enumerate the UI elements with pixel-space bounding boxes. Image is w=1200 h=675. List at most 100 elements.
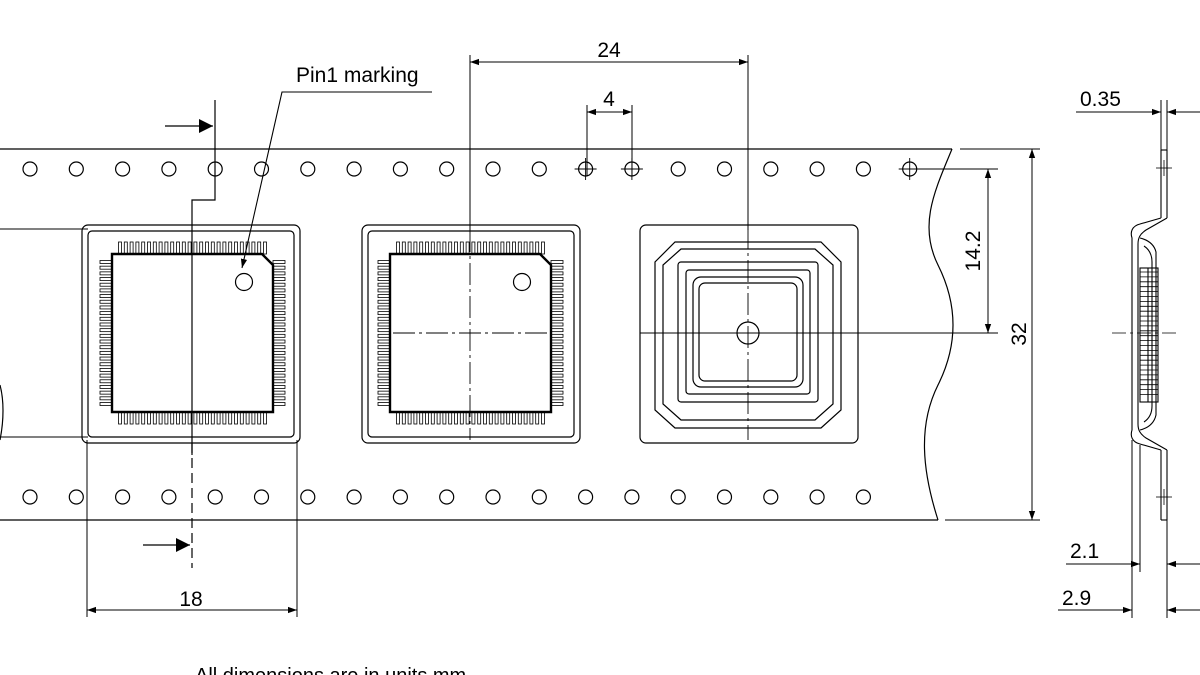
dim-tape-width	[945, 148, 1040, 521]
qfp-lead	[454, 411, 458, 425]
qfp-lead	[506, 411, 511, 425]
qfp-lead	[413, 241, 418, 255]
qfp-lead	[272, 277, 286, 281]
qfp-lead	[193, 411, 198, 425]
qfp-lead	[448, 241, 453, 255]
sprocket-hole	[253, 489, 270, 505]
pocket-2	[361, 224, 581, 444]
qfp-lead	[377, 322, 391, 327]
sprocket-hole	[763, 161, 779, 177]
qfp-lead	[535, 411, 540, 425]
qfp-lead	[550, 316, 564, 321]
qfp-lead	[377, 328, 391, 333]
qfp-lead	[272, 356, 286, 361]
qfp-lead	[170, 411, 175, 425]
qfp-lead	[170, 241, 175, 255]
qfp-lead	[550, 402, 564, 406]
qfp-lead	[377, 277, 391, 281]
qfp-lead	[272, 311, 286, 316]
qfp-lead	[99, 265, 113, 270]
qfp-lead	[550, 282, 564, 287]
sprocket-hole	[346, 161, 362, 177]
qfp-lead	[99, 373, 113, 378]
qfp-lead	[523, 411, 528, 425]
qfp-lead	[164, 411, 169, 425]
qfp-lead	[272, 339, 286, 344]
qfp-lead	[377, 390, 391, 395]
qfp-lead	[550, 356, 564, 361]
sprocket-hole	[114, 489, 131, 505]
qfp-lead	[99, 322, 113, 327]
qfp-lead	[494, 411, 499, 425]
qfp-lead	[550, 311, 564, 316]
qfp-lead	[550, 277, 564, 281]
qfp-lead	[158, 241, 163, 255]
qfp-lead	[152, 411, 157, 425]
sprocket-hole	[207, 489, 223, 505]
qfp-lead	[99, 316, 113, 321]
qfp-lead	[483, 241, 487, 255]
qfp-lead	[430, 241, 435, 255]
qfp-lead	[272, 294, 286, 298]
qfp-lead	[512, 411, 516, 425]
qfp-lead	[272, 265, 286, 270]
qfp-lead	[123, 241, 128, 255]
qfp-lead	[222, 241, 227, 255]
qfp-lead	[135, 411, 140, 425]
qfp-lead	[99, 333, 113, 338]
qfp-lead	[494, 241, 499, 255]
qfp-lead	[550, 339, 564, 344]
sprocket-hole	[392, 489, 408, 505]
qfp-lead	[228, 411, 233, 425]
qfp-lead	[99, 260, 113, 264]
dim-hole-to-center	[920, 168, 998, 334]
sprocket-hole	[68, 489, 84, 505]
qfp-body	[388, 252, 553, 414]
qfp-lead	[506, 241, 511, 255]
qfp-lead	[550, 299, 564, 304]
qfp-lead	[396, 241, 400, 255]
qfp-lead	[272, 385, 286, 389]
qfp-lead	[245, 411, 250, 425]
qfp-lead	[272, 316, 286, 321]
qfp-lead	[99, 339, 113, 344]
qfp-lead	[377, 265, 391, 270]
qfp-lead	[436, 241, 441, 255]
qfp-lead	[147, 411, 151, 425]
sprocket-hole	[855, 489, 872, 505]
qfp-lead	[550, 368, 564, 372]
qfp-lead	[181, 241, 186, 255]
qfp-lead	[272, 345, 286, 350]
sprocket-hole	[670, 489, 686, 505]
sprocket-hole	[22, 489, 38, 505]
qfp-lead	[377, 311, 391, 316]
sprocket-hole	[763, 489, 779, 505]
qfp-lead	[407, 411, 412, 425]
dim-label-sprocket-pitch: 4	[603, 88, 615, 111]
qfp-lead	[377, 339, 391, 344]
pin1-marking-label: Pin1 marking	[296, 64, 419, 87]
qfp-lead	[483, 411, 487, 425]
qfp-lead	[272, 260, 286, 264]
qfp-lead	[99, 356, 113, 361]
qfp-lead	[377, 316, 391, 321]
qfp-lead	[187, 241, 192, 255]
sprocket-hole	[439, 161, 455, 177]
qfp-lead	[272, 396, 286, 401]
dim-label-pocket-pitch: 24	[597, 39, 621, 62]
dim-pocket-pitch	[469, 55, 749, 230]
qfp-lead	[523, 241, 528, 255]
qfp-lead	[129, 411, 134, 425]
qfp-lead	[129, 241, 134, 255]
sprocket-hole	[300, 489, 316, 505]
qfp-lead	[459, 241, 464, 255]
dim-label-pocket-width: 18	[179, 588, 202, 611]
qfp-lead	[454, 241, 458, 255]
pocket-3-empty	[639, 224, 859, 444]
qfp-lead	[541, 411, 545, 425]
qfp-lead	[147, 241, 151, 255]
qfp-lead	[377, 379, 391, 384]
sprocket-hole	[161, 489, 177, 505]
qfp-lead	[99, 396, 113, 401]
qfp-lead	[396, 411, 400, 425]
